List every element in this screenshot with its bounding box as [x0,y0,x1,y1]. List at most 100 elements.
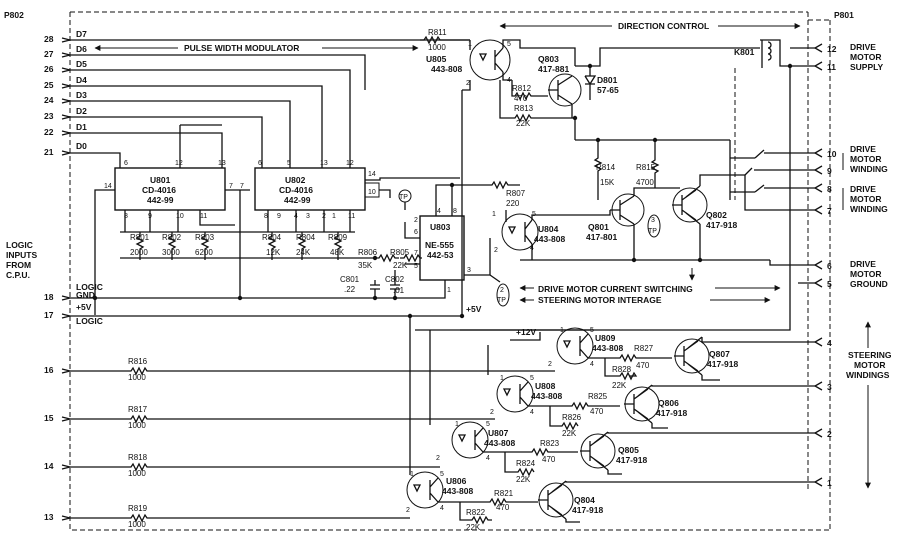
data-bus: 28 D7 27 D6 26 D5 25 D4 24 D3 23 D2 22 D… [44,29,470,168]
ic-u802: U802 CD-4016 442-99 6 5 13 12 14 10 8 9 … [254,160,460,220]
opto-pin: 2 [406,507,410,514]
capacitor-ref: C802 [385,275,405,284]
resistor-ref: R826 [562,413,582,422]
opto-pin: 5 [440,471,444,478]
ic-type: CD-4016 [279,185,313,195]
resistor-value: 2000 [130,248,148,257]
q803-stage: R812 470 R813 22K Q803 417-881 D801 57-6… [499,47,760,140]
pin-number: 5 [414,263,418,270]
opto-pin: 2 [436,455,440,462]
transistor-ref: Q801 [588,222,609,232]
resistor-value: 3000 [162,248,180,257]
pin-number: 25 [44,80,54,90]
opto-pin: 5 [530,375,534,382]
pin-number: 27 [44,49,54,59]
pin-number: 14 [44,461,54,471]
test-point-number: 3 [651,217,655,224]
pin-number: 7 [240,183,244,190]
resistor-ladder: R801 2000 R802 3000 R803 6200 R804 12K R… [120,210,375,260]
resistor-ref: R823 [540,439,560,448]
opto-pin: 4 [590,361,594,368]
resistor-ref: R814 [596,163,616,172]
resistor-ref: R816 [128,357,148,366]
connector-p801-label: P801 [834,10,854,20]
ic-part: 442-99 [284,195,311,205]
output-label: DRIVE [850,42,876,52]
opto-part: 443-808 [442,486,473,496]
opto-pin: 5 [590,327,594,334]
transistor-ref: Q805 [618,445,639,455]
resistor-value: 6200 [195,248,213,257]
test-point-label: TP [497,297,506,304]
resistor-value: 4700 [636,178,654,187]
pin-number: 10 [368,189,376,196]
transistor-part: 417-918 [572,505,603,515]
resistor-ref: R801 [130,233,150,242]
bus-signal-label: D0 [76,141,87,151]
resistor-value: 22K [393,261,408,270]
relay-contacts [729,140,815,211]
pin-number: 5 [287,160,291,167]
power-label: LOGIC [76,282,103,292]
pin-number: 4 [437,208,441,215]
opto-part: 443-808 [534,234,565,244]
pin-number: 6 [124,160,128,167]
pwm-label: PULSE WIDTH MODULATOR [184,43,299,53]
opto-pin: 5 [486,421,490,428]
pin-number: 7 [229,183,233,190]
pin-number: 2 [827,429,832,439]
transistor-part: 417-918 [707,359,738,369]
opto-pin: 1 [500,375,504,382]
connector-p802-label: P802 [4,10,24,20]
opto-ref: U808 [535,381,556,391]
pin-number: 6 [414,229,418,236]
steering-interlock-label: STEERING MOTOR INTERAGE [538,295,662,305]
opto-part: 443-808 [431,64,462,74]
resistor-value: 1000 [428,43,446,52]
opto-ref: U806 [446,476,467,486]
test-point-label: TP [399,194,408,201]
opto-ref: U805 [426,54,447,64]
opto-part: 443-808 [484,438,515,448]
resistor-ref: R804 [296,233,316,242]
resistor-value: 470 [542,455,556,464]
resistor-ref: R822 [466,508,486,517]
output-label: DRIVE [850,259,876,269]
pin-number: 12 [175,160,183,167]
transistor-part: 417-881 [538,64,569,74]
pin-number: 26 [44,64,54,74]
resistor-value: 24K [296,248,311,257]
pin-number: 4 [827,338,832,348]
ic-part: 442-53 [427,250,454,260]
resistor-value: 1000 [128,421,146,430]
resistor-ref: R819 [128,504,148,513]
resistor-value: 22K [466,523,481,532]
resistor-value: 15K [600,178,615,187]
pin-number: 3 [467,267,471,274]
opto-pin: 1 [560,327,564,334]
opto-pin: 1 [455,421,459,428]
transistor-ref: Q804 [574,495,595,505]
pin-number: 12 [346,160,354,167]
ic-u801: U801 CD-4016 442-99 6 12 13 14 7 7 8 9 1… [94,160,250,315]
resistor-value: 22K [516,119,531,128]
power-label: LOGIC [76,316,103,326]
resistor-value: 470 [590,407,604,416]
logic-inputs-label: LOGIC INPUTS FROM C.P.U. [6,240,38,280]
opto-pin: 5 [507,41,511,48]
pin-number: 11 [827,62,836,72]
pin-number: 7 [827,206,832,216]
transistor-ref: Q803 [538,54,559,64]
transistor-part: 417-918 [706,220,737,230]
output-pins: 12 11 DRIVE MOTOR SUPPLY 10 9 DRIVE MOTO… [813,42,892,489]
output-label: MOTOR [850,52,881,62]
pin-number: 8 [124,213,128,220]
opto-part: 443-808 [531,391,562,401]
resistor-ref: R806 [358,248,378,257]
diode-ref: D801 [597,75,618,85]
pin-number: 12 [827,44,837,54]
transistor-ref: Q806 [658,398,679,408]
resistor-value: 220 [506,199,520,208]
resistor-value: 1000 [128,469,146,478]
pin-number: 9 [277,213,281,220]
